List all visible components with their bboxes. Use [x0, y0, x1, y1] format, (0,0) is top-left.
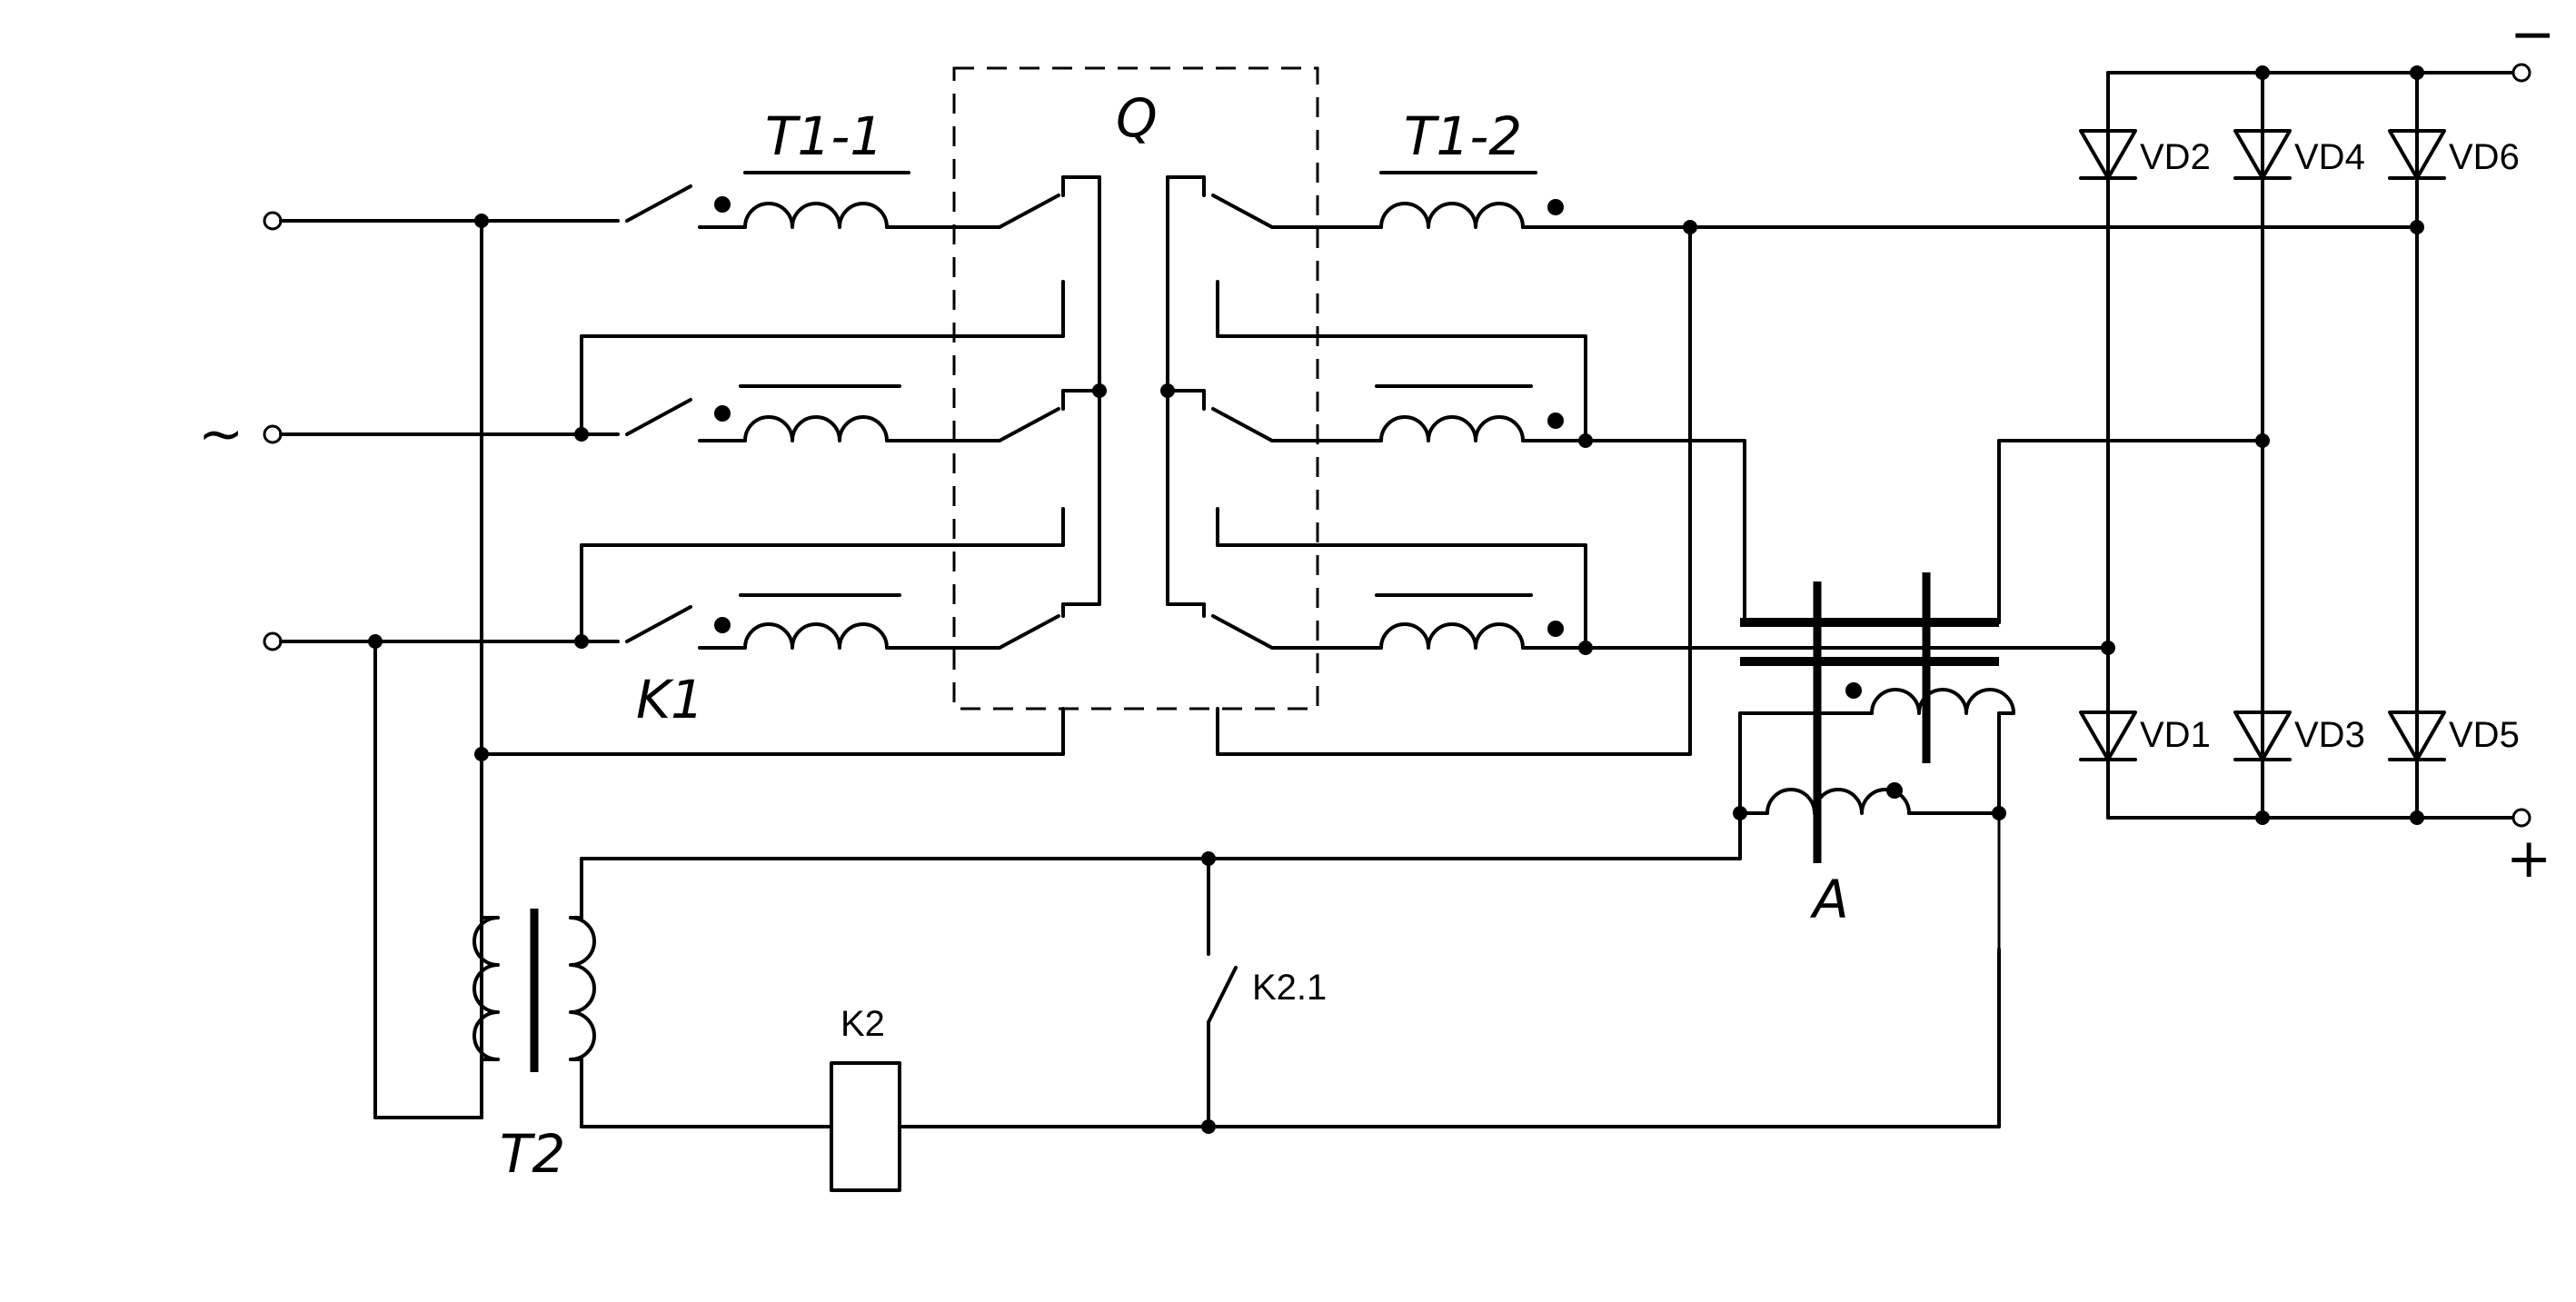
vd6-label: VD6: [2449, 137, 2520, 177]
input-phase-wires: [279, 214, 1065, 1119]
output-plus-terminal: [2511, 808, 2531, 828]
t1-1-windings: T1-1: [698, 105, 1001, 650]
minus-label: −: [2510, 3, 2555, 66]
ac-input-terminals: ~: [198, 211, 283, 651]
k2-1-label: K2.1: [1252, 968, 1327, 1008]
vd1-label: VD1: [2140, 715, 2211, 755]
control-circuit: T2 K2 K2.1: [472, 752, 2001, 1192]
ct-coil-2: [1870, 688, 2015, 715]
output-minus-terminal: [2511, 63, 2531, 83]
t1-2-coil-2: [1379, 415, 1525, 442]
k1-contacts: K1: [625, 184, 704, 731]
q-label: Q: [1116, 87, 1158, 149]
t2-primary-coil: [472, 916, 500, 1061]
t1-2-coil-3: [1379, 622, 1525, 650]
t2-label: T2: [500, 1123, 565, 1185]
ac-symbol: ~: [198, 403, 244, 466]
vd2-label: VD2: [2140, 137, 2211, 177]
t1-1-label: T1-1: [765, 105, 883, 167]
rectifier-bridge: − + VD2 VD4 VD6 VD1 VD3 VD5: [2079, 3, 2555, 890]
input-terminal-1: [263, 211, 283, 231]
t1-2-label: T1-2: [1404, 105, 1522, 167]
input-terminal-3: [263, 631, 283, 651]
plus-label: +: [2506, 827, 2551, 890]
vd3-label: VD3: [2294, 715, 2365, 755]
k1-label: K1: [636, 669, 704, 731]
t1-2-coil-1: [1379, 202, 1525, 229]
t1-1-coil-1: [743, 202, 889, 229]
current-transformer-a: A: [1733, 572, 2015, 930]
k2-relay-coil: [830, 1061, 901, 1192]
t1-2-windings: T1-2: [1270, 105, 1593, 655]
input-terminal-2: [263, 424, 283, 444]
vd4-label: VD4: [2294, 137, 2365, 177]
vd5-label: VD5: [2449, 715, 2520, 755]
t1-1-coil-3: [743, 622, 889, 650]
a-label: A: [1809, 869, 1849, 930]
switch-q: Q: [952, 66, 1692, 756]
output-phase-wires: [1584, 220, 2419, 655]
t1-1-coil-2: [743, 415, 889, 442]
k2-label: K2: [840, 1004, 885, 1044]
t2-secondary-coil: [569, 916, 596, 1061]
